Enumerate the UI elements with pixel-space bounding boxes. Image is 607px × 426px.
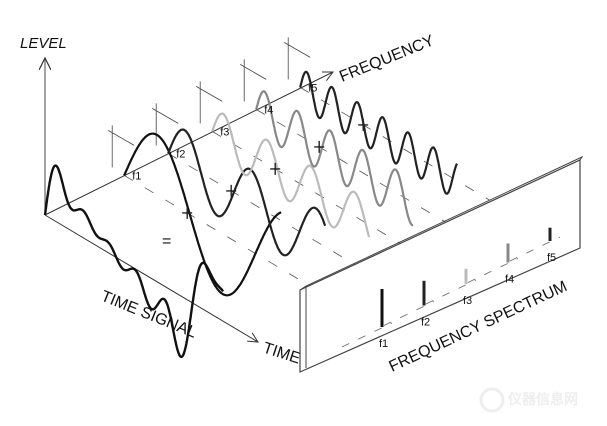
wave-f4 [255, 90, 414, 227]
component-waves: f1 f2 f3 f4 f5 [43, 70, 459, 359]
time-signal-label: TIME SIGNAL [99, 288, 199, 342]
wave-f1 [123, 132, 282, 297]
plus-sign [182, 206, 193, 219]
spectrum-label-f2: f2 [421, 317, 430, 329]
spectrum-label-f4: f4 [505, 274, 514, 286]
spectrum-label-f3: f3 [463, 295, 472, 307]
frame-tick-f3 [196, 81, 223, 124]
wave-label-f1: f1 [132, 170, 141, 182]
watermark-text: 仪器信息网 [507, 391, 578, 407]
time-axis-label: TIME [261, 340, 303, 368]
watermark: 仪器信息网 [479, 387, 578, 413]
frequency-axis [44, 72, 333, 216]
wave-label-f2: f2 [176, 148, 185, 160]
time-signal-wave [43, 164, 225, 359]
plus-sign [358, 118, 369, 131]
spectrum-panel-face [299, 159, 581, 373]
spectrum-label-f5: f5 [547, 252, 556, 264]
wave-f2 [167, 128, 327, 257]
spectrum-panel-top-edge [299, 155, 584, 291]
frame-tick-f4 [240, 59, 267, 102]
wave-label-f5: f5 [308, 82, 317, 94]
plus-sign [270, 162, 281, 175]
spectrum-label-f1: f1 [379, 338, 388, 350]
dashed-guide-f2 [167, 153, 358, 267]
level-axis-label: LEVEL [20, 35, 67, 52]
dashed-guides [108, 37, 490, 289]
frame-tick-f2 [152, 103, 179, 146]
wave-f5 [299, 70, 459, 195]
wave-f3 [211, 112, 371, 238]
frequency-axis-label: FREQUENCY [337, 32, 437, 86]
wave-label-f4: f4 [264, 104, 273, 116]
frame-tick-f5 [284, 37, 311, 80]
equals-sign: = [162, 233, 171, 250]
wave-label-f3: f3 [220, 126, 229, 138]
plus-sign [226, 184, 237, 197]
plus-sign [314, 140, 325, 153]
time-axis [44, 214, 258, 342]
dashed-guide-f5 [299, 87, 490, 201]
frame-tick-f1 [108, 125, 135, 168]
